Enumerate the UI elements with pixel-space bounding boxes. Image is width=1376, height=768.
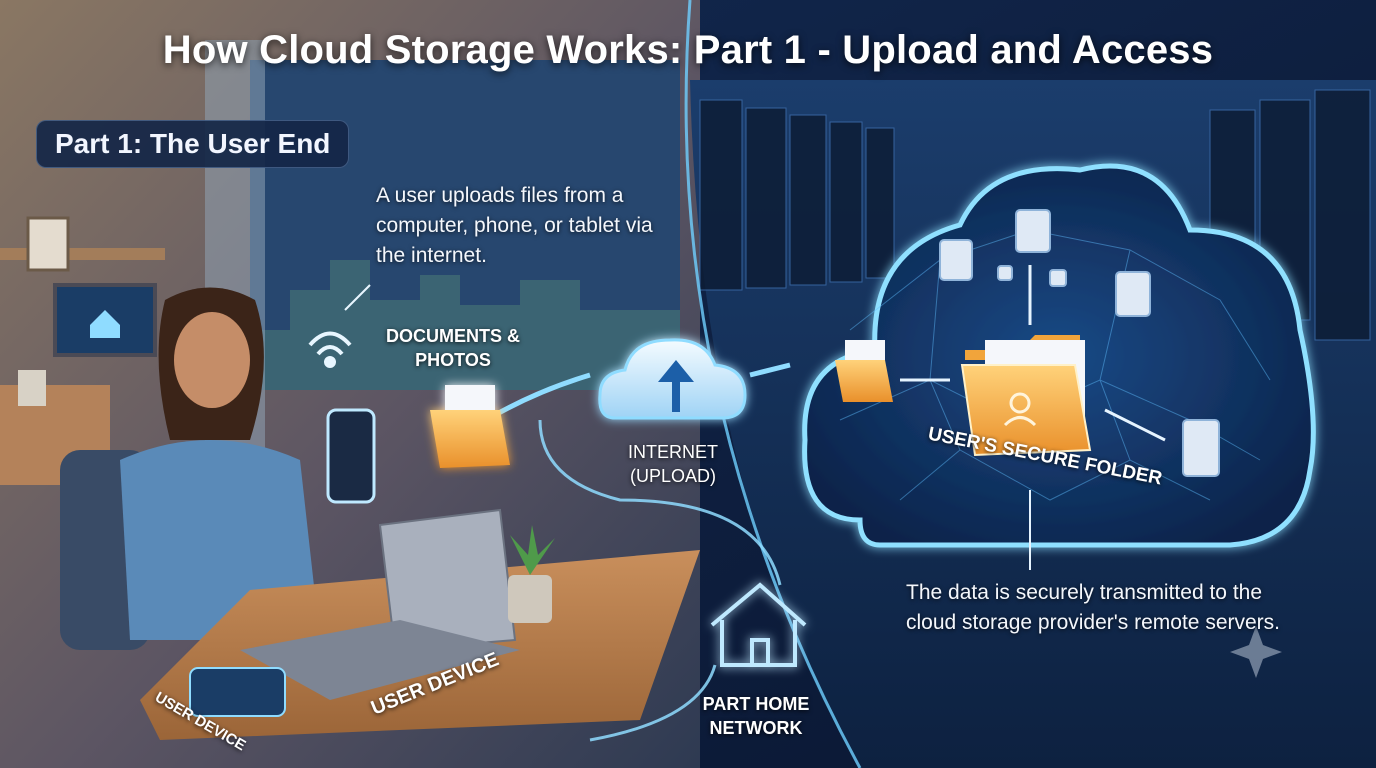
- cloud-arrow: [749, 362, 791, 378]
- database-icon: [939, 209, 1220, 477]
- user-icon: [1009, 392, 1031, 414]
- wifi-icon: [308, 331, 352, 368]
- home-network-label: PART HOME NETWORK: [702, 694, 810, 738]
- secure-folder-icon: [960, 335, 1092, 457]
- plant-left: [18, 370, 46, 406]
- folder-icon-small: [835, 340, 893, 402]
- shelf: [0, 248, 165, 260]
- house-icon: [710, 582, 807, 667]
- cloud-upload-icon: [598, 338, 747, 420]
- city-skyline: [250, 260, 680, 390]
- sparkle-icon: [1230, 626, 1282, 678]
- laptop-icon: [240, 508, 520, 700]
- server-transmit-description: The data is securely transmitted to the …: [906, 581, 1281, 634]
- internet-upload-label: INTERNET (UPLOAD): [628, 442, 718, 486]
- upload-arrow: [493, 372, 591, 418]
- picture-frame: [26, 216, 70, 272]
- folder-icon: [430, 385, 510, 468]
- smartphone-icon: [189, 408, 376, 717]
- user-upload-description: A user uploads files from a computer, ph…: [376, 184, 653, 267]
- house-icon-monitor: [90, 310, 120, 338]
- page-title: How Cloud Storage Works: Part 1 - Upload…: [162, 28, 1214, 72]
- documents-photos-label: DOCUMENTS & PHOTOS: [386, 326, 520, 370]
- plant-leaves: [510, 525, 555, 575]
- network-line: [538, 419, 782, 742]
- flow-arrows: [900, 265, 1166, 442]
- callout-line-user: [344, 284, 371, 311]
- plant-desk: [508, 575, 552, 623]
- section-badge: Part 1: The User End: [36, 120, 350, 168]
